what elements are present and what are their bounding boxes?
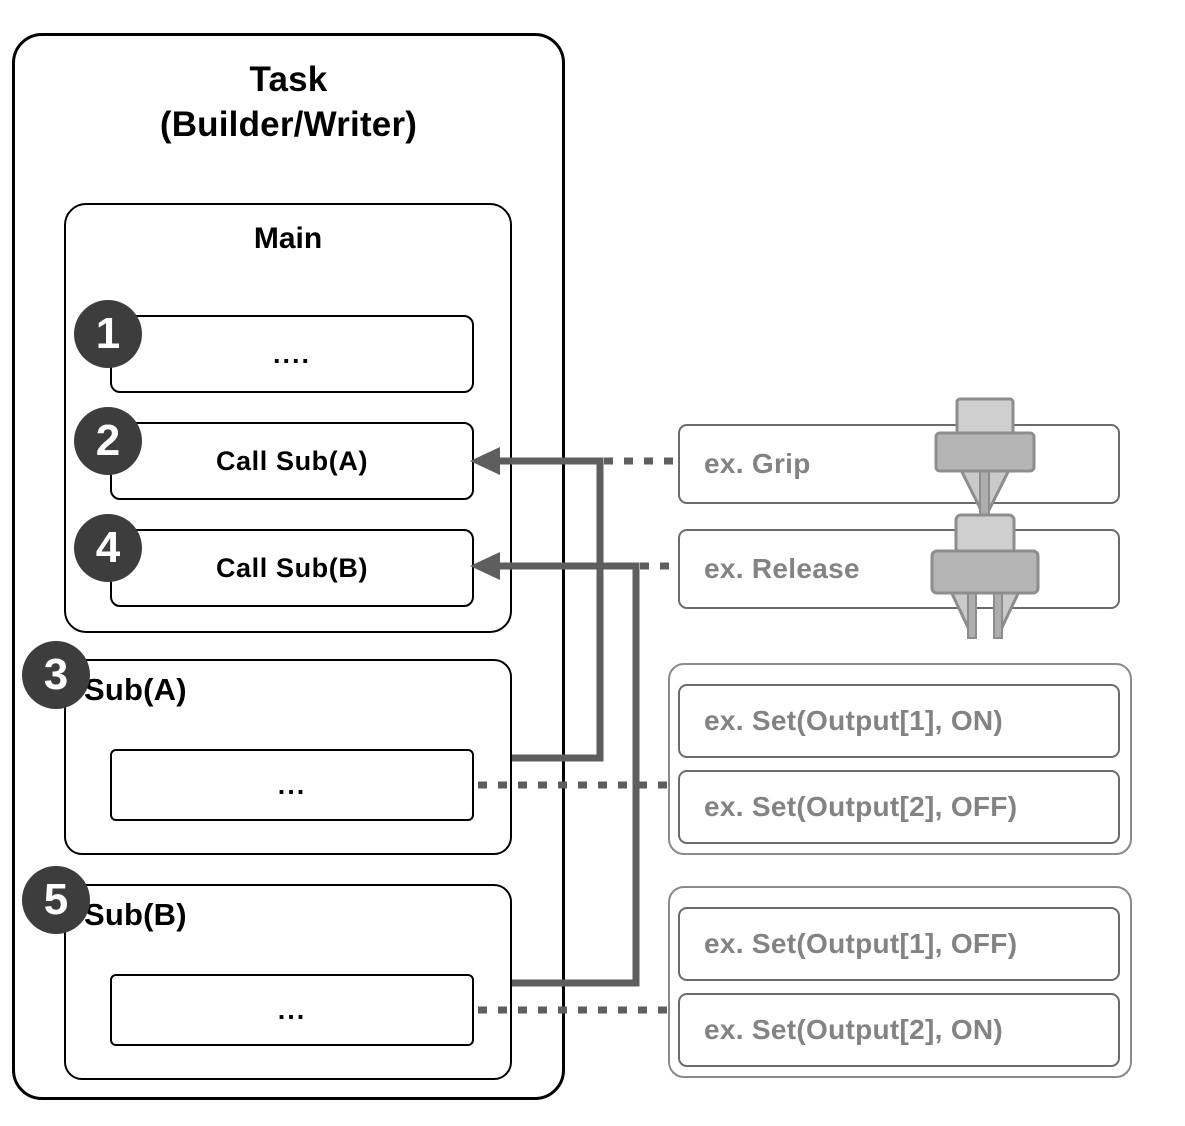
action-grip-label: ex. Grip [704,448,811,479]
sub-a-title: Sub(A) [84,672,187,707]
output-sub-a-item-1[interactable]: ex. Set(Output[1], ON) [678,684,1120,758]
output-sub-a-item-1-label: ex. Set(Output[1], ON) [704,705,1004,736]
step-badge-3: 3 [22,641,90,709]
task-title: Task (Builder/Writer) [12,58,565,148]
main-step-2-label: Call Sub(A) [215,445,369,476]
sub-b-body[interactable]: ... [110,974,474,1046]
main-step-4-label: Call Sub(B) [215,552,369,583]
main-step-1-label: .... [272,338,311,369]
output-sub-b-item-2[interactable]: ex. Set(Output[2], ON) [678,993,1120,1067]
task-title-line2: (Builder/Writer) [159,104,418,144]
output-sub-a-item-2-label: ex. Set(Output[2], OFF) [704,791,1018,822]
sub-a-body[interactable]: ... [110,749,474,821]
main-container [64,203,512,633]
action-release[interactable]: ex. Release [678,529,1120,609]
sub-b-body-label: ... [277,994,307,1025]
step-badge-4: 4 [74,514,142,582]
output-sub-b-item-2-label: ex. Set(Output[2], ON) [704,1014,1004,1045]
output-sub-b-item-1-label: ex. Set(Output[1], OFF) [704,928,1018,959]
step-badge-2: 2 [74,407,142,475]
step-badge-5: 5 [22,866,90,934]
sub-b-title: Sub(B) [84,897,187,932]
main-step-1[interactable]: .... [110,315,474,393]
main-step-call-sub-a[interactable]: Call Sub(A) [110,422,474,500]
output-sub-b-item-1[interactable]: ex. Set(Output[1], OFF) [678,907,1120,981]
step-badge-1: 1 [74,300,142,368]
action-release-label: ex. Release [704,553,860,584]
output-sub-a-item-2[interactable]: ex. Set(Output[2], OFF) [678,770,1120,844]
action-grip[interactable]: ex. Grip [678,424,1120,504]
sub-a-body-label: ... [277,769,307,800]
main-title: Main [253,222,323,255]
main-step-call-sub-b[interactable]: Call Sub(B) [110,529,474,607]
task-title-line1: Task [249,60,328,99]
